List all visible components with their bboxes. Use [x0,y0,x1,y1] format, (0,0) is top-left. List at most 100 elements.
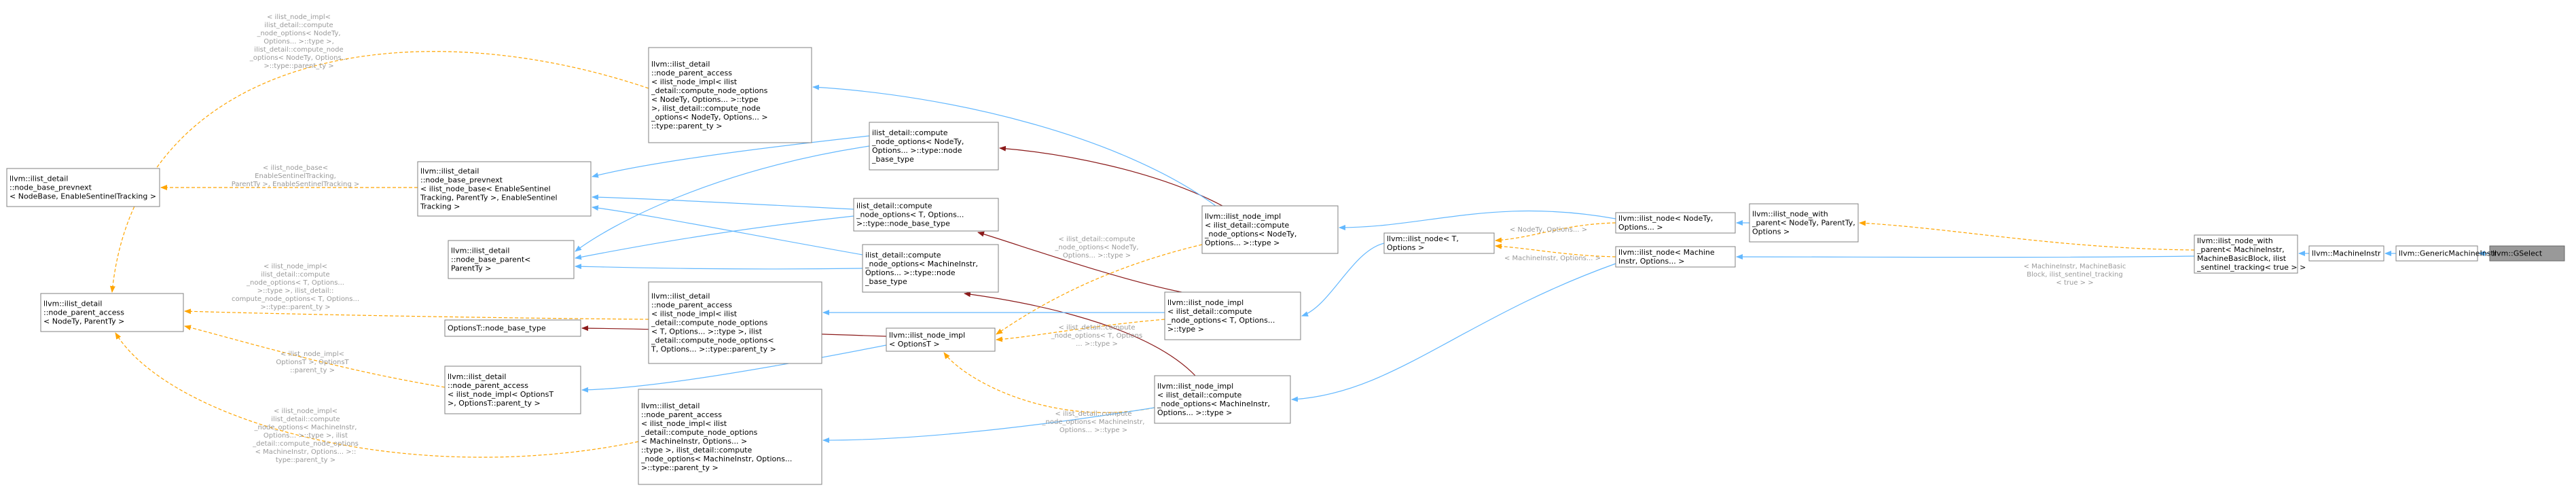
class-node-label-line: >::type::node_base_type [856,219,950,228]
class-node-label-line: llvm::ilist_node_with [1752,210,1828,219]
class-node-box [853,198,999,232]
class-node-npa-t[interactable]: llvm::ilist_detail::node_parent_access< … [648,281,822,364]
class-node-label-line: llvm::ilist_node_with [2197,236,2273,245]
class-node-gselect: llvm::GSelect [2489,245,2565,262]
class-node-label-line: Options... >::type > [1205,238,1280,247]
class-node-label-line: _base_type [871,155,914,164]
class-node-node-base-parent[interactable]: llvm::ilist_detail::node_base_parent<Par… [448,240,575,279]
class-node-ilist-node-impl-nodety[interactable]: llvm::ilist_node_impl< ilist_detail::com… [1201,205,1339,254]
edge-ilist-node-impl-mi-to-compute-opts-mi [964,291,1196,376]
class-node-box [444,319,581,337]
template-arg-label-line: < ilist_node_impl< [264,263,327,270]
class-node-npa-optionst[interactable]: llvm::ilist_detail::node_parent_access< … [444,366,581,414]
class-node-nbp-tmpl[interactable]: llvm::ilist_detail::node_base_prevnext< … [6,168,160,207]
class-node-label-line: _base_type [865,277,907,286]
class-node-box [1615,246,1736,268]
template-arg-label-line: _node_options< T, Options [1051,332,1142,340]
template-arg-label-line: ilist_detail::compute_node [254,46,343,54]
edge-ilist-node-tmpl-to-ilist-node-impl-nodety [1339,210,1616,230]
class-node-label-line: Options... > [1618,223,1663,232]
class-node-label-line: llvm::ilist_node< NodeTy, [1618,214,1713,223]
template-arg-label-line: < ilist_node_impl< [280,351,344,358]
class-node-label-line: llvm::ilist_detail [420,167,479,176]
class-node-box [886,327,996,352]
edge-ilist-node-mi-to-ilist-node-t [1495,243,1616,257]
class-node-ilist-node-with-parent-tmpl[interactable]: llvm::ilist_node_with_parent< NodeTy, Pa… [1749,203,1859,243]
class-node-generic-machine-instr[interactable]: llvm::GenericMachineInstr [2395,245,2497,262]
class-node-npa-tmpl[interactable]: llvm::ilist_detail::node_parent_access< … [40,293,184,332]
class-node-box [1164,291,1301,340]
template-arg-label-line: Options... >::type > [1063,252,1131,260]
class-node-label-line: < ilist_detail::compute [1205,221,1290,230]
template-arg-label-line: < MachineInstr, MachineBasic [2024,263,2126,270]
template-arg-label-line: Options... >::type >, ilist [264,432,348,440]
class-node-label-line: Options... >::type::node [872,146,962,155]
template-arg-label-line: _node_options< MachineInstr, [254,424,357,431]
template-arg-label-line: < NodeTy, Options... > [1510,226,1587,234]
class-node-label-line: Instr, Options... > [1618,257,1684,266]
template-arg-label-line: < ilist_detail::compute [1055,410,1132,418]
class-node-label-line: < ilist_node_impl< ilist [651,310,738,319]
class-node-label-line: >, OptionsT::parent_ty > [448,399,541,408]
template-arg-label-line: ... >::type > [1076,340,1118,348]
class-node-ilist-node-t[interactable]: llvm::ilist_node< T,Options > [1383,232,1495,254]
template-arg-label-lbl-nodety-options: < NodeTy, Options... > [1510,226,1587,234]
class-node-label-line: < NodeBase, EnableSentinelTracking > [10,192,156,201]
class-node-nbp-enable[interactable]: llvm::ilist_detail::node_base_prevnext< … [417,161,592,217]
class-node-label-line: _parent< MachineInstr, [2196,245,2285,254]
class-node-ilist-node-impl-mi[interactable]: llvm::ilist_node_impl< ilist_detail::com… [1154,375,1291,424]
template-arg-label-line: _options< NodeTy, Options... [249,54,348,62]
class-node-machine-instr[interactable]: llvm::MachineInstr [2308,245,2384,262]
class-node-label-line: Tracking > [420,202,460,211]
class-node-compute-opts-t[interactable]: ilist_detail::compute_node_options< T, O… [853,198,999,232]
edge-ilist-node-tmpl-to-ilist-node-t [1495,222,1616,243]
class-node-npa-nodety[interactable]: llvm::ilist_detail::node_parent_access< … [648,47,812,143]
class-node-box [1615,212,1736,234]
class-node-label-line: ParentTy > [451,264,491,273]
template-arg-label-lbl-mi-options: < MachineInstr, Options... > [1504,255,1601,262]
class-node-ilist-node-with-parent-mi[interactable]: llvm::ilist_node_with_parent< MachineIns… [2194,234,2306,274]
class-node-ilist-node-mi[interactable]: llvm::ilist_node< MachineInstr, Options.… [1615,246,1736,268]
template-arg-label-line: Block, ilist_sentinel_tracking [2027,271,2122,279]
class-node-label-line: < ilist_detail::compute [1167,307,1252,316]
class-node-label-line: llvm::ilist_detail [651,292,710,301]
class-node-npa-mi[interactable]: llvm::ilist_detail::node_parent_access< … [638,389,822,485]
edge-ilist-node-impl-optionst-to-npa-optionst [581,344,887,393]
edge-ilist-node-with-parent-mi-to-ilist-node-mi [1736,254,2195,260]
template-arg-label-lbl-nbp-enable: < ilist_node_base<EnableSentinelTracking… [232,164,359,188]
class-node-compute-opts-nodety[interactable]: ilist_detail::compute_node_options< Node… [869,122,999,171]
edge-npa-t-to-npa-tmpl [184,308,649,320]
class-node-ilist-node-tmpl[interactable]: llvm::ilist_node< NodeTy,Options... > [1615,212,1736,234]
class-node-compute-opts-mi[interactable]: ilist_detail::compute_node_options< Mach… [862,244,999,293]
template-arg-label-line: EnableSentinelTracking, [255,173,336,180]
template-arg-label-line: type::parent_ty > [276,457,335,464]
class-node-label-line: _detail::compute_node_options< [651,336,774,345]
class-node-ilist-node-impl-t[interactable]: llvm::ilist_node_impl< ilist_detail::com… [1164,291,1301,340]
class-node-label-line: Options... >::type > [1157,408,1232,417]
class-node-label-line: llvm::ilist_node_impl [1157,382,1233,391]
template-arg-label-line: Options... >::type > [1059,427,1127,434]
class-node-label-line: < ilist_detail::compute [1157,391,1242,399]
class-node-label-line: < ilist_node_impl< ilist [641,419,727,428]
class-node-label-line: ::node_parent_access [641,410,722,419]
edge-npa-optionst-to-npa-tmpl [184,325,446,388]
class-node-label-line: _parent< NodeTy, ParentTy, [1752,219,1855,228]
class-node-label-line: < OptionsT > [889,340,940,349]
template-arg-label-lbl-t-compute: < ilist_detail::compute_node_options< T,… [1051,324,1142,348]
class-node-label-line: ::node_base_prevnext [420,176,503,185]
template-arg-label-lbl-npa-t: < ilist_node_impl<ilist_detail::compute_… [232,263,359,311]
template-arg-label-line: ilist_detail::compute [261,271,329,279]
class-node-options-node-base[interactable]: OptionsT::node_base_type [444,319,581,337]
class-node-box [648,47,812,143]
class-node-box [2395,245,2478,262]
class-node-label-line: T, Options... >::type::parent_ty > [651,345,776,354]
class-node-label-line: ::node_base_parent< [451,255,530,264]
template-arg-label-line: >::type::parent_ty > [264,63,333,70]
template-arg-label-line: >::type::parent_ty > [260,304,330,311]
class-node-label-line: _node_options< T, Options... [856,211,964,219]
class-node-label-line: ::node_base_prevnext [10,183,92,192]
class-node-label-line: ilist_detail::compute [865,251,941,260]
class-node-ilist-node-impl-optionst[interactable]: llvm::ilist_node_impl< OptionsT > [886,327,996,352]
template-arg-label-line: _node_options< MachineInstr, [1042,419,1145,426]
